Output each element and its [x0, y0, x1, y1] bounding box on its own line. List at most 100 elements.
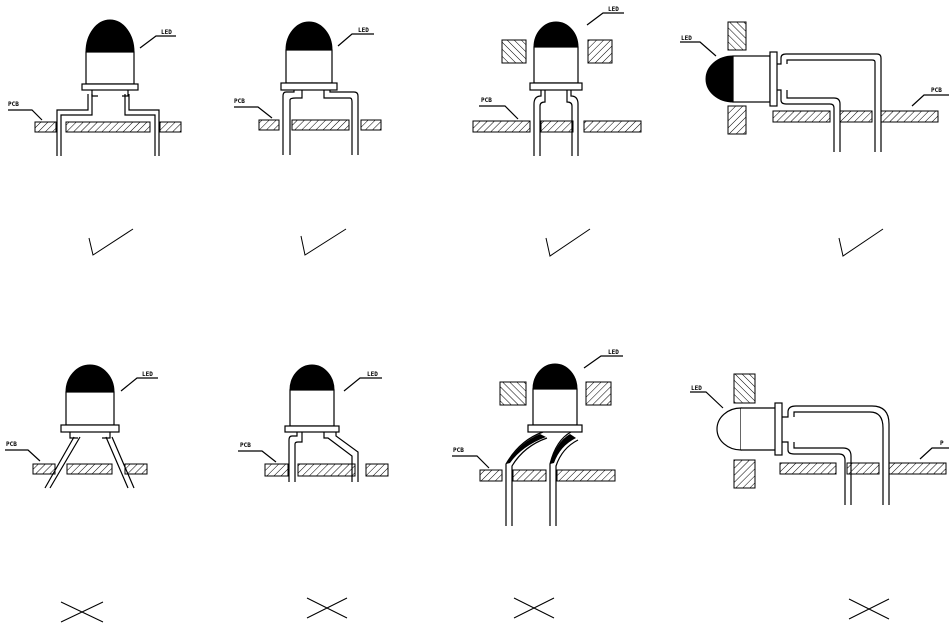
led-leader — [583, 355, 623, 369]
led-label: LED — [681, 35, 692, 42]
pcb-label: PCB — [234, 98, 245, 105]
led-label: LED — [142, 371, 153, 378]
lead-stress — [506, 434, 546, 464]
led-body — [285, 49, 333, 84]
panel-5: LED PCB — [5, 364, 158, 623]
pcb-board — [124, 463, 148, 475]
led-label: LED — [161, 29, 172, 36]
led-label: LED — [691, 385, 702, 392]
pcb-leader — [238, 450, 277, 463]
led-body — [65, 391, 115, 426]
led-body — [532, 388, 578, 426]
lead — [566, 90, 579, 156]
pcb-board — [360, 119, 382, 131]
lead-stress — [550, 434, 576, 464]
check-mark — [545, 228, 591, 257]
pcb-leader — [452, 455, 490, 469]
led-leader — [337, 33, 374, 47]
pcb-board — [291, 119, 350, 131]
panel-6: LED PCB — [238, 364, 389, 619]
lead — [533, 90, 546, 156]
led-leader — [120, 377, 158, 392]
pcb-board — [846, 462, 880, 475]
led-lens — [65, 364, 115, 393]
led-flange — [769, 51, 778, 107]
pcb-board — [65, 121, 151, 133]
pcb-leader — [8, 109, 43, 121]
pcb-label: PCB — [453, 447, 464, 454]
pcb-board — [264, 463, 289, 477]
cross-mark — [60, 601, 104, 623]
clamp-block — [587, 39, 613, 64]
led-body — [741, 408, 775, 450]
led-body — [85, 51, 135, 85]
pcb-board — [66, 463, 113, 475]
led-lens — [705, 55, 734, 103]
clamp-block — [733, 373, 756, 404]
spacer — [56, 94, 160, 156]
pcb-board — [479, 469, 503, 482]
lead — [776, 53, 882, 152]
check-mark — [838, 228, 884, 257]
led-body — [289, 389, 335, 427]
pcb-board — [888, 462, 947, 475]
panel-4: LED PCB — [680, 21, 949, 257]
pcb-board — [880, 110, 939, 123]
led-leader — [690, 391, 724, 409]
pcb-label: PCB — [240, 442, 251, 449]
pcb-label: PCB — [8, 101, 19, 108]
led-body — [533, 46, 579, 84]
check-mark — [88, 228, 134, 256]
lead — [782, 441, 852, 505]
lead — [782, 405, 890, 505]
led-flange — [81, 83, 139, 91]
lead — [105, 436, 135, 489]
led-leader — [139, 35, 176, 49]
cross-mark — [848, 598, 890, 620]
pcb-board — [779, 462, 837, 475]
lead — [776, 89, 841, 152]
led-label: LED — [358, 27, 369, 34]
pcb-board — [472, 120, 531, 133]
clamp-block — [501, 39, 527, 64]
pcb-board — [512, 469, 547, 482]
panel-3: LED PCB — [472, 6, 642, 257]
pcb-board — [540, 120, 574, 133]
pcb-board — [772, 110, 831, 123]
led-flange — [529, 82, 583, 91]
led-body — [732, 55, 771, 103]
led-leader — [343, 377, 382, 392]
clamp-block — [733, 459, 756, 489]
pcb-board — [583, 120, 642, 133]
pcb-board — [258, 119, 280, 131]
pcb-label: PCB — [6, 441, 17, 448]
pcb-leader — [919, 447, 949, 460]
pcb-leader — [5, 449, 41, 462]
panel-1: LED PCB — [8, 19, 182, 256]
lead — [288, 432, 303, 482]
pcb-leader — [234, 106, 273, 119]
lead — [549, 431, 579, 526]
led-leader — [680, 41, 717, 57]
pcb-board — [297, 463, 356, 477]
cross-mark — [306, 597, 348, 619]
led-lens — [289, 364, 335, 391]
pcb-leader — [479, 105, 519, 120]
led-lens — [716, 407, 742, 451]
pcb-board — [365, 463, 389, 477]
pcb-board — [32, 463, 56, 475]
pcb-label: P — [940, 440, 944, 447]
pcb-label: PCB — [481, 97, 492, 104]
cross-mark — [513, 597, 555, 619]
lead — [44, 436, 81, 489]
lead — [505, 431, 548, 526]
pcb-leader — [911, 94, 949, 107]
led-lens — [85, 19, 135, 53]
led-label: LED — [367, 371, 378, 378]
check-mark — [300, 228, 347, 256]
lead — [323, 432, 359, 482]
led-label: LED — [608, 349, 619, 356]
panel-7: LED PCB — [452, 349, 623, 619]
